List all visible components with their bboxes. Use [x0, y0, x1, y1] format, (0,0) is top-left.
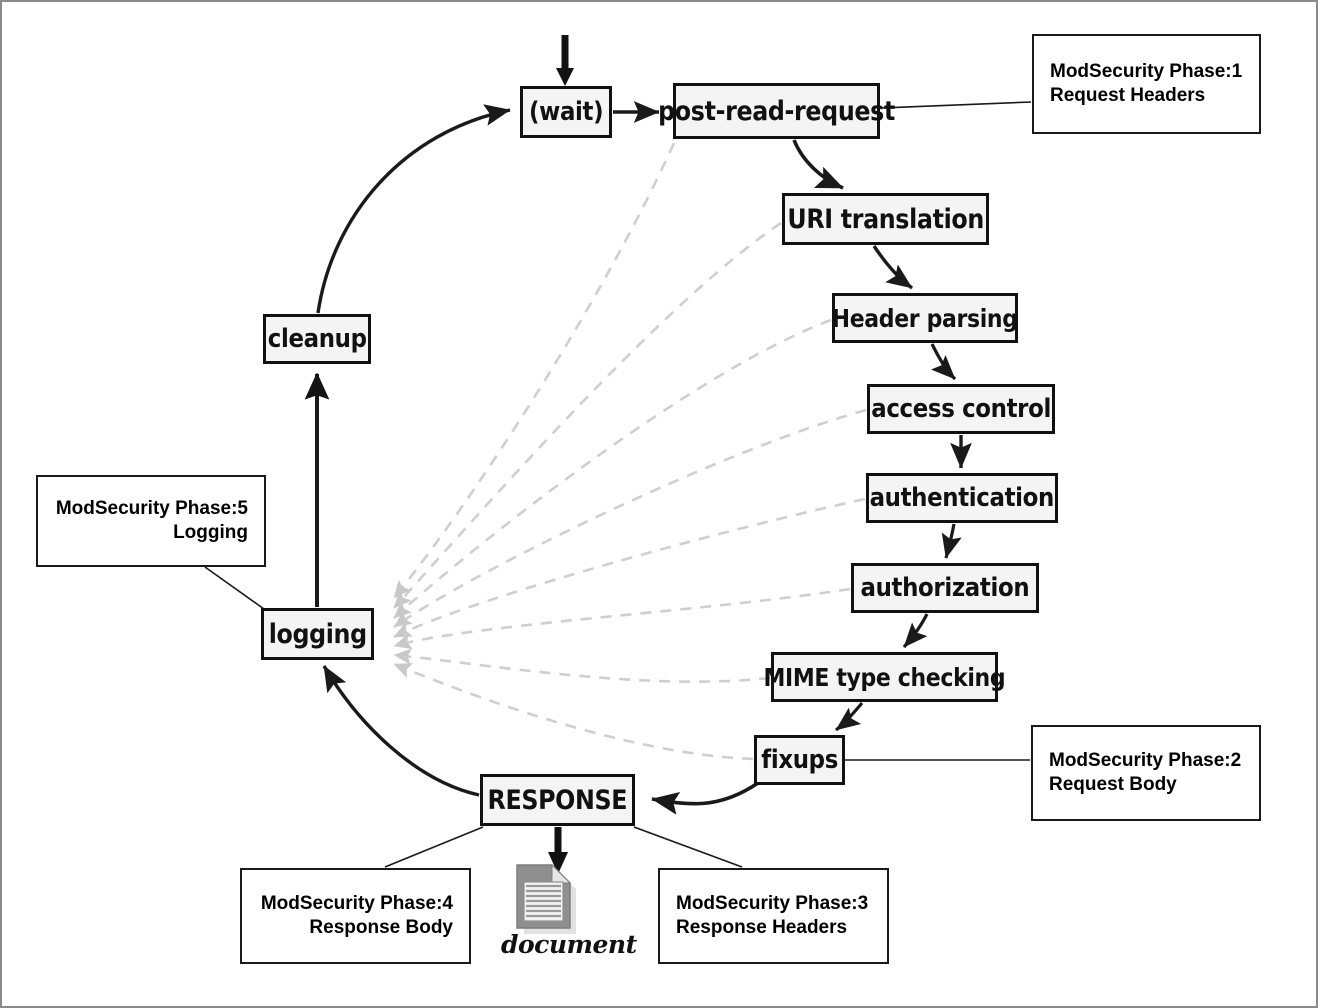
- node-mime-type-checking[interactable]: MIME type checking: [764, 652, 1006, 702]
- node-post-read-request[interactable]: post-read-request: [658, 83, 895, 139]
- node-access-control[interactable]: access control: [867, 384, 1055, 434]
- callout-phase-2: ModSecurity Phase:2 Request Body: [1031, 725, 1261, 821]
- callout-phase-3-line1: ModSecurity Phase:3: [676, 892, 869, 914]
- node-logging-label: logging: [268, 618, 367, 650]
- dashed-header-parsing-to-logging: [393, 318, 832, 619]
- dashed-authorization-to-logging: [393, 587, 851, 650]
- node-wait-label: (wait): [528, 97, 604, 127]
- node-logging[interactable]: logging: [261, 608, 374, 660]
- node-response[interactable]: RESPONSE: [480, 774, 635, 826]
- leader-phase-4: [384, 826, 484, 868]
- node-uri-translation[interactable]: URI translation: [782, 193, 989, 245]
- arrow-mime-type-checking-to-fixups: [835, 701, 864, 732]
- leader-phase-5: [204, 566, 265, 610]
- node-access-control-label: access control: [871, 394, 1051, 424]
- callout-phase-2-line1: ModSecurity Phase:2: [1049, 749, 1242, 771]
- callout-phase-1-line1: ModSecurity Phase:1: [1050, 60, 1243, 82]
- callout-phase-1: ModSecurity Phase:1 Request Headers: [1032, 34, 1261, 134]
- dashed-uri-translation-to-logging: [393, 221, 782, 609]
- node-cleanup[interactable]: cleanup: [263, 314, 371, 364]
- node-post-read-request-label: post-read-request: [658, 95, 895, 127]
- arrow-post-read-request-to-uri-translation: [792, 139, 844, 190]
- arrow-cleanup-to-wait: [316, 104, 511, 314]
- callout-phase-1-line2: Request Headers: [1050, 85, 1206, 106]
- dashed-mime-type-checking-to-logging: [393, 648, 771, 683]
- arrow-header-parsing-to-access-control: [930, 343, 957, 381]
- node-uri-translation-label: URI translation: [787, 203, 984, 235]
- callout-phase-3-line2: Response Headers: [676, 917, 848, 938]
- callout-phase-5-line2: Logging: [173, 522, 248, 543]
- node-authorization-label: authorization: [860, 573, 1030, 603]
- callout-phase-2-line2: Request Body: [1049, 774, 1177, 795]
- node-response-label: RESPONSE: [487, 784, 628, 816]
- dashed-post-read-request-to-logging: [392, 142, 676, 599]
- callout-phase-3: ModSecurity Phase:3 Response Headers: [658, 868, 889, 964]
- node-cleanup-label: cleanup: [267, 324, 367, 354]
- document-label: document: [501, 930, 637, 959]
- callout-phase-4-line2: Response Body: [309, 917, 453, 938]
- leader-phase-3: [633, 826, 743, 868]
- node-header-parsing-label: Header parsing: [832, 303, 1018, 333]
- arrow-authentication-to-authorization: [941, 523, 962, 559]
- node-authentication-label: authentication: [869, 483, 1055, 513]
- leader-phase-1: [879, 101, 1032, 109]
- callout-phase-4-line1: ModSecurity Phase:4: [260, 892, 453, 914]
- node-mime-type-checking-label: MIME type checking: [763, 662, 1006, 692]
- dashed-access-control-to-logging: [393, 408, 867, 629]
- node-fixups[interactable]: fixups: [754, 735, 845, 785]
- entry-arrow: [556, 35, 574, 86]
- node-authentication[interactable]: authentication: [866, 473, 1058, 523]
- callout-phase-5: ModSecurity Phase:5 Logging: [36, 475, 266, 567]
- callout-phase-4: ModSecurity Phase:4 Response Body: [240, 868, 471, 964]
- node-fixups-label: fixups: [761, 745, 838, 775]
- node-wait[interactable]: (wait): [520, 86, 612, 138]
- callout-phase-5-line1: ModSecurity Phase:5: [55, 497, 248, 519]
- dashed-authentication-to-logging: [393, 497, 866, 639]
- arrow-uri-translation-to-header-parsing: [872, 245, 913, 290]
- document-page-icon: [516, 863, 576, 934]
- arrow-response-to-logging: [322, 665, 480, 797]
- node-header-parsing[interactable]: Header parsing: [832, 293, 1018, 343]
- arrow-authorization-to-mime-type-checking: [902, 613, 929, 649]
- node-authorization[interactable]: authorization: [851, 563, 1039, 613]
- arrow-fixups-to-response: [651, 781, 760, 815]
- dashed-fixups-to-logging: [393, 662, 754, 761]
